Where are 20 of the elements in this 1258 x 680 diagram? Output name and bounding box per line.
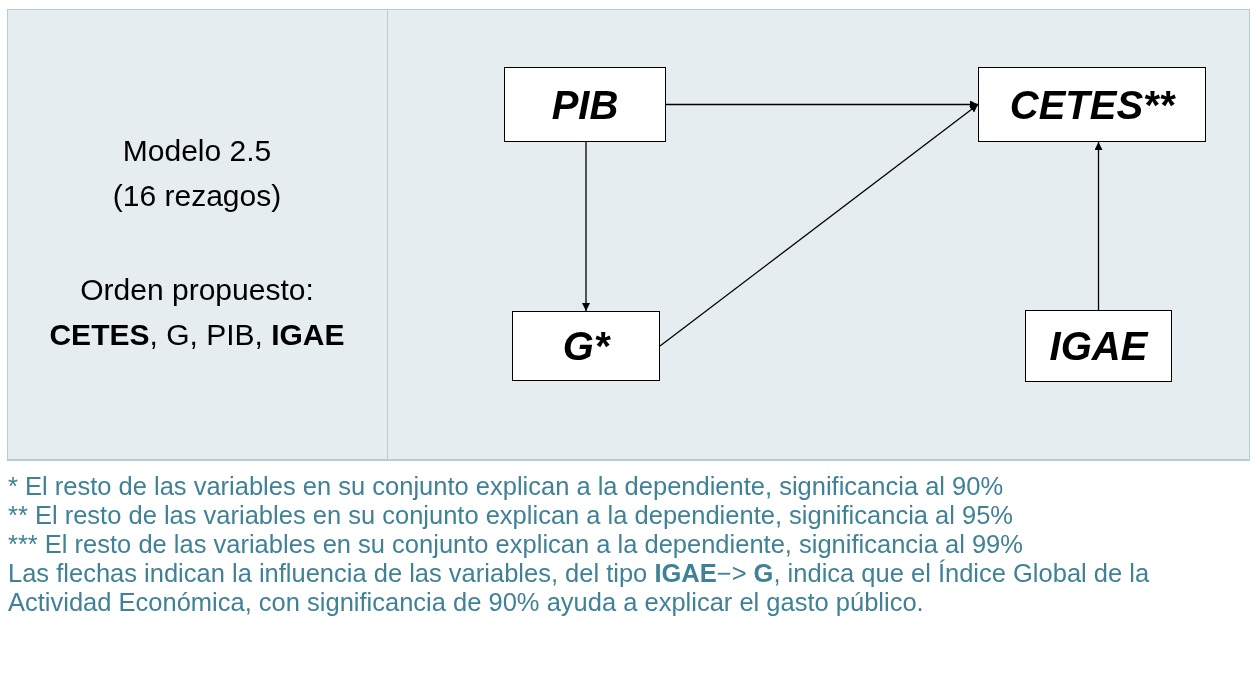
variable-name: PIB [551, 84, 619, 125]
variable-name: G* [562, 326, 610, 366]
footnote: ** El resto de las variables en su conjunto explican a la dependiente, significancia al 95% [8, 501, 1015, 530]
model-label: Modelo 2.5 [122, 133, 272, 169]
variable-box [504, 67, 666, 142]
variable-box [978, 67, 1206, 142]
variable-box [512, 311, 660, 381]
variable-name: CETES** [1009, 84, 1175, 125]
arrow [1094, 141, 1103, 311]
variable-box [1025, 310, 1172, 382]
model-label: Orden propuesto: [80, 272, 314, 308]
arrow [665, 100, 979, 109]
model-label: (16 rezagos) [112, 178, 282, 214]
arrow [582, 141, 590, 312]
arrow [659, 103, 979, 347]
footnote: *** El resto de las variables en su conjunto explican a la dependiente, significancia al 99% [8, 530, 1024, 559]
footnote: * El resto de las variables en su conjunto explican a la dependiente, significancia al 90% [8, 472, 1005, 501]
model-label: CETES, G, PIB, IGAE [49, 317, 345, 353]
footnote: Las flechas indican la influencia de las variables, del tipo IGAE−> G, indica que el Índice Global de la Actividad Económica, con significancia de 90% ayuda a explicar el gasto público. [8, 559, 1151, 617]
variable-name: IGAE [1049, 326, 1148, 366]
